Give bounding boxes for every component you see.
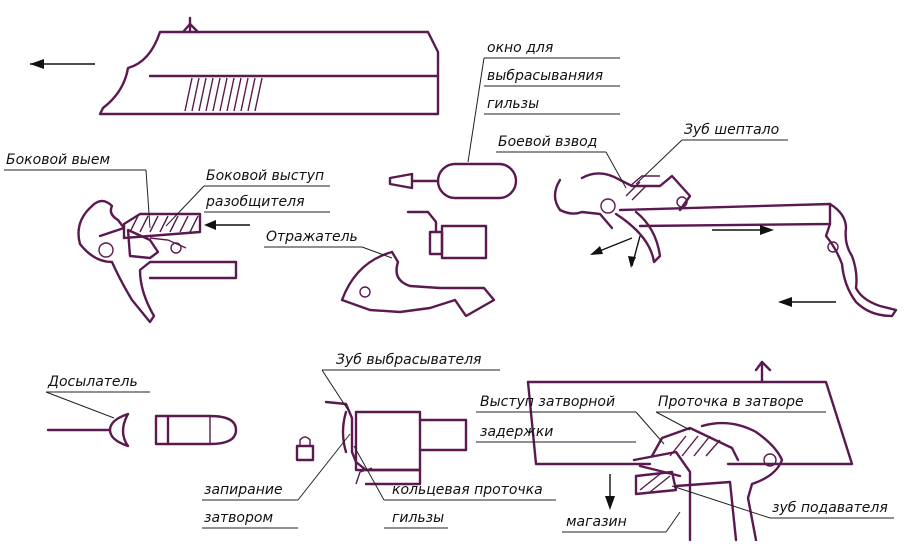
label-ring-groove-2: гильзы (392, 510, 444, 526)
label-side-recess: Боковой выем (6, 152, 110, 168)
small-lock-icon (295, 436, 315, 462)
ejection-window-part (388, 162, 518, 200)
label-ejection-window-3: гильзы (487, 96, 539, 112)
label-extractor-tooth: Зуб выбрасывателя (336, 352, 481, 368)
slide-stop-part (526, 360, 854, 542)
side-recess-label: Боковой выем (4, 152, 151, 229)
follower-tooth-label: зуб подавателя (671, 485, 894, 519)
ring-groove-label: кольцевая проточка гильзы (353, 445, 556, 529)
arrow-left-mid (204, 220, 250, 230)
label-locking-2: затвором (204, 510, 273, 526)
label-slide-stop-lug-2: задержки (480, 424, 553, 440)
side-lug-label: Боковой выступ разобщителя (165, 168, 330, 227)
reflector-label: Отражатель (264, 229, 393, 259)
label-rammer: Досылатель (47, 374, 138, 390)
cartridge (154, 414, 238, 446)
label-reflector: Отражатель (266, 229, 358, 245)
combat-cock-label: Боевой взвод (496, 134, 627, 189)
slide-serrations (184, 77, 263, 112)
ejection-window-label: окно для выбрасываняия гильзы (467, 40, 620, 163)
label-ejection-window-1: окно для (487, 40, 553, 56)
rammer-part (46, 412, 130, 448)
arrow-down-magazine (605, 474, 615, 510)
label-slide-groove: Проточка в затворе (658, 394, 804, 410)
locking-label: запирание затвором (202, 433, 351, 529)
label-magazine: магазин (566, 514, 627, 530)
slide-top (98, 16, 440, 116)
right-mid-hatch (625, 181, 647, 201)
label-ring-groove-1: кольцевая проточка (392, 482, 543, 498)
label-side-lug-1: Боковой выступ (206, 168, 324, 184)
arrow-left-bottom-right (778, 297, 836, 307)
hammer-mechanism-right (553, 172, 898, 318)
left-hatch (129, 215, 199, 233)
label-side-lug-2: разобщителя (205, 194, 305, 210)
breech-part (324, 400, 468, 486)
label-locking-1: запирание (204, 482, 283, 498)
arrows-down-left-right (590, 235, 641, 268)
label-slide-stop-lug-1: Выступ затворной (480, 394, 615, 410)
label-follower-tooth: зуб подавателя (772, 500, 888, 516)
extractor-tooth-label: Зуб выбрасывателя (321, 352, 500, 411)
magazine-label: магазин (562, 511, 681, 533)
label-combat-cock: Боевой взвод (498, 134, 597, 150)
arrow-right-mid (712, 225, 774, 235)
trigger-mechanism-left (77, 199, 238, 324)
slide-stop-lug-label: Выступ затворной задержки (476, 394, 665, 445)
cartridge-case-small (406, 210, 488, 260)
slide-groove-label: Проточка в затворе (655, 394, 826, 431)
rammer-label: Досылатель (45, 374, 150, 419)
label-sear-tooth: Зуб шептало (684, 122, 779, 138)
reflector-part (340, 250, 496, 318)
sear-tooth-label: Зуб шептало (635, 122, 788, 185)
slide-stop-hatch (639, 435, 721, 493)
label-ejection-window-2: выбрасываняия (487, 68, 603, 84)
arrow-left-top (30, 59, 95, 69)
